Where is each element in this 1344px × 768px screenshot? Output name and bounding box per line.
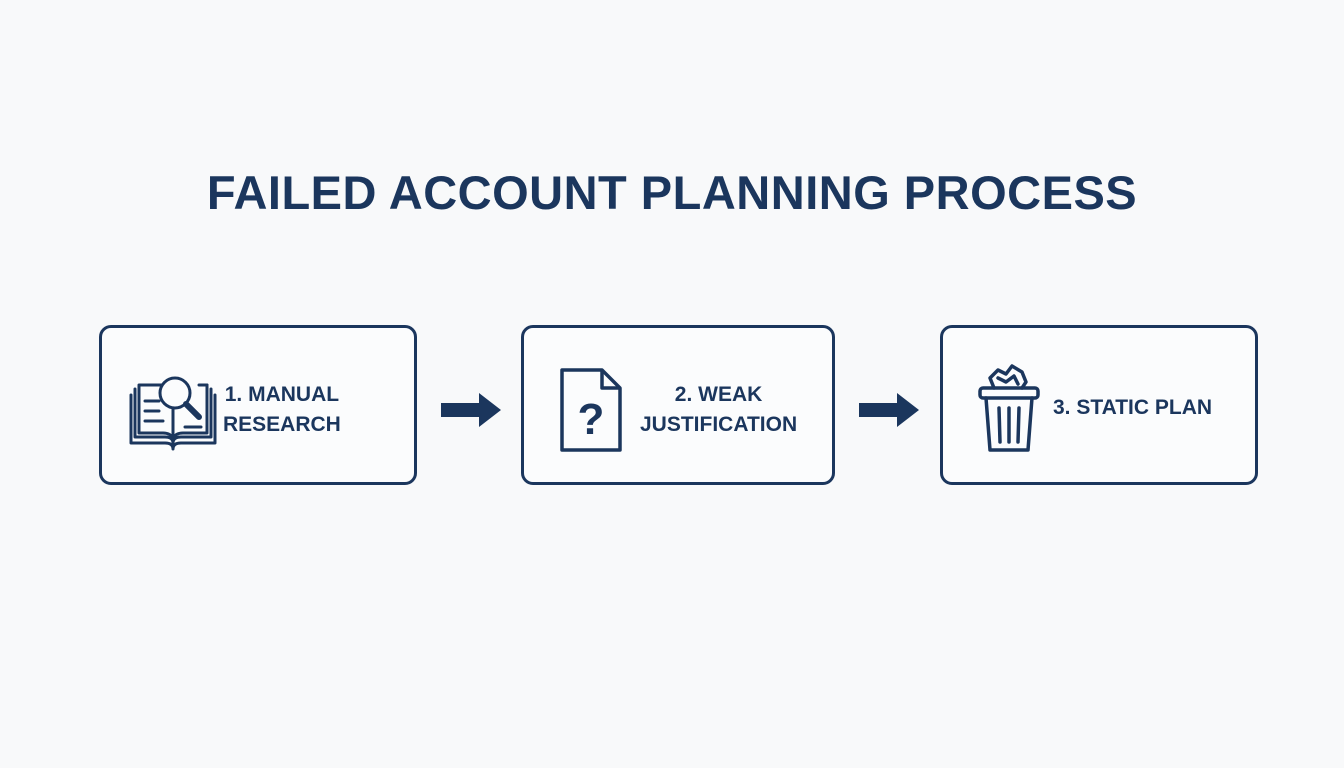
svg-text:?: ?	[578, 395, 605, 444]
step-label: 1. MANUAL RESEARCH	[223, 380, 341, 440]
arrow-right-icon	[859, 393, 919, 427]
step-weak-justification: ? 2. WEAK JUSTIFICATION	[521, 325, 835, 485]
step-label-line: 3. STATIC PLAN	[1053, 396, 1213, 419]
question-document-icon: ?	[560, 368, 622, 452]
step-label-line: 1. MANUAL	[224, 383, 340, 406]
step-label-line: JUSTIFICATION	[640, 413, 798, 436]
step-static-plan: 3. STATIC PLAN	[940, 325, 1258, 485]
step-label: 2. WEAK JUSTIFICATION	[640, 380, 797, 440]
step-manual-research: 1. MANUAL RESEARCH	[99, 325, 417, 485]
diagram-title: FAILED ACCOUNT PLANNING PROCESS	[206, 166, 1138, 219]
step-label-line: 2. WEAK	[674, 383, 763, 406]
trash-can-icon	[978, 364, 1040, 452]
step-label: 3. STATIC PLAN	[1053, 393, 1212, 423]
arrow-right-icon	[441, 393, 501, 427]
book-magnifier-icon	[129, 376, 217, 451]
step-label-line: RESEARCH	[223, 413, 341, 436]
